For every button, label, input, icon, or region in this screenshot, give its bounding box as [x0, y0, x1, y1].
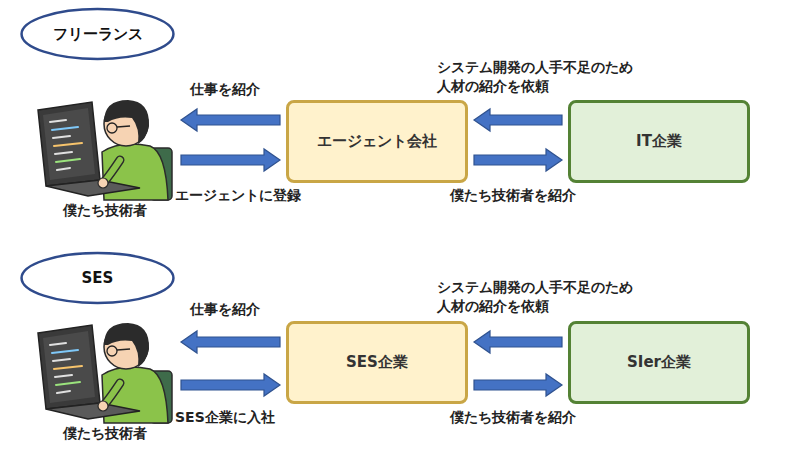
company-box: IT企業: [568, 100, 750, 183]
title-ellipse: フリーランス: [20, 8, 175, 60]
engineer-figure: [38, 100, 172, 200]
block-arrow: [474, 109, 562, 131]
node-label: SIer企業: [627, 353, 691, 372]
block-arrow: [181, 109, 280, 131]
node-label: SES企業: [346, 353, 408, 372]
block-arrow: [474, 374, 562, 396]
arrow-label: 僕たち技術者を紹介: [450, 186, 576, 205]
arrow-label: SES企業に入社: [175, 408, 275, 427]
node-label: SES: [82, 269, 114, 287]
block-arrow: [181, 149, 280, 171]
arrow-label: システム開発の人手不足のため 人材の紹介を依頼: [437, 58, 642, 96]
engineer-figure: [38, 323, 172, 423]
title-ellipse: SES: [20, 252, 175, 304]
arrow-label: 仕事を紹介: [190, 300, 260, 319]
block-arrow: [181, 374, 280, 396]
company-box: SIer企業: [568, 321, 750, 404]
block-arrow: [474, 149, 562, 171]
block-arrow: [474, 331, 562, 353]
engineer-node: 僕たち技術者: [35, 95, 175, 220]
node-label: フリーランス: [53, 25, 143, 44]
arrow-label: 僕たち技術者を紹介: [450, 408, 576, 427]
arrow-label: システム開発の人手不足のため 人材の紹介を依頼: [437, 278, 642, 316]
figure-caption: 僕たち技術者: [63, 202, 147, 220]
arrow-label: 仕事を紹介: [190, 80, 260, 99]
engineer-node: 僕たち技術者: [35, 318, 175, 443]
agent-box: SES企業: [286, 321, 468, 404]
block-arrow: [181, 331, 280, 353]
node-label: IT企業: [636, 132, 682, 151]
agent-box: エージェント会社: [286, 100, 468, 183]
node-label: エージェント会社: [317, 132, 437, 151]
figure-caption: 僕たち技術者: [63, 425, 147, 443]
arrow-label: エージェントに登録: [175, 186, 301, 205]
